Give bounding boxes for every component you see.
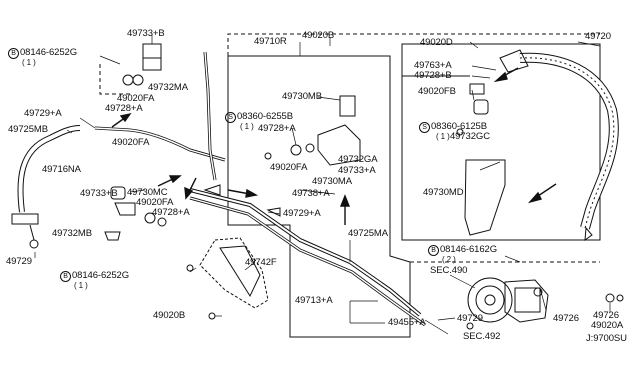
bolt-type-b-icon-3: B [60,271,71,282]
part-label-49730mb: 49730MB [282,91,322,102]
quantity-08360-6125b: ( 1 ) [436,132,450,141]
pump-body [504,279,549,323]
bolt-type-b-icon-2: B [428,245,439,256]
part-label-49020fa-d: 49020FA [136,197,174,208]
part-label-49729a-mid: 49729+A [283,208,321,219]
part-number-08146-6252g-top: 08146-6252G [20,47,78,58]
part-label-49020fb: 49020FB [418,86,456,97]
part-label-49020fa-a: 49020FA [117,93,155,104]
clamp-49733b [142,43,162,59]
part-label-49725mb: 49725MB [8,124,48,135]
hose-connector [499,49,529,73]
part-label-49020fa-c: 49020FA [270,162,308,173]
part-label-49020b-bot: 49020B [153,310,186,321]
part-label-49730ma: 49730MA [312,176,352,187]
part-number-08146-6252g-bot: 08146-6252G [72,270,130,281]
part-label-49730mc: 49730MC [127,187,168,198]
part-number-08360-6255b: 08360-6255B [237,111,293,122]
dashed-boundary-top [227,33,600,56]
part-label-49726-a: 49726 [553,313,579,324]
part-label-49733a: 49733+A [338,165,376,176]
part-label-49738a: 49738+A [292,188,330,199]
part-label-49713a: 49713+A [295,295,333,306]
part-label-49720: 49720 [585,31,611,42]
leader-lines [34,34,611,335]
quantity-08146-6252g-bot: ( 1 ) [74,281,88,290]
part-label-49726-b: 49726 [593,310,619,321]
part-label-49732gc: 49732GC [450,131,490,142]
bolt-type-b-icon: B [8,48,19,59]
part-label-49716na: 49716NA [42,164,81,175]
quantity-08146-6162g: ( 2 ) [442,255,456,264]
left-bracket [11,213,39,225]
center-section-outline [227,55,411,338]
part-number-08360-6125b: 08360-6125B [431,121,487,132]
part-label-49733b-top: 49733+B [127,28,165,39]
rubber-mount-mid [110,186,126,200]
part-label-49455a: 49455+A [388,317,426,328]
screw-type-s-icon-2: S [419,122,430,133]
quantity-08360-6255b: ( 1 ) [240,122,254,131]
part-label-49020b-top: 49020B [302,30,335,41]
part-label-49729-left: 49729 [6,256,32,267]
part-label-49728b: 49728+B [414,70,452,81]
part-label-49020fa-b: 49020FA [112,137,150,148]
left-bolt [29,239,39,249]
bracket-49730ma [317,124,361,166]
part-label-49728a-a: 49728+A [105,103,143,114]
pump-pulley [467,277,513,323]
quantity-08146-6252g-top: ( 1 ) [22,58,36,67]
part-label-49732ma: 49732MA [148,82,188,93]
screw-type-s-icon: S [225,112,236,123]
part-label-49729a-left: 49729+A [24,108,62,119]
part-label-49020a: 49020A [591,320,624,331]
section-ref-sec490[interactable]: SEC.490 [430,265,468,276]
heat-shield-49742f [199,237,269,309]
bracket-49730md [464,159,506,236]
part-number-08146-6162g: 08146-6162G [440,244,498,255]
dashed-boundary-left [99,64,130,95]
part-label-49730md: 49730MD [423,187,464,198]
part-label-49763a: 49763+A [414,60,452,71]
part-label-49728a-c: 49728+A [152,207,190,218]
diagram-code: J:9700SU [586,333,627,344]
part-label-49728a-b: 49728+A [258,123,296,134]
bracket-49730mb [339,95,356,117]
part-label-49732ga: 49732GA [338,154,378,165]
view-arrows [111,67,557,225]
part-label-49742f: 49742F [245,257,277,268]
part-label-49020d: 49020D [420,37,453,48]
part-label-49732mb: 49732MB [52,228,92,239]
part-label-49729-bot: 49729 [457,313,483,324]
part-label-49710r: 49710R [254,36,287,47]
left-hose-inner [18,126,81,213]
part-label-49725ma: 49725MA [348,228,388,239]
right-section-outline [401,43,601,241]
part-label-49733b-mid: 49733+B [80,188,118,199]
section-ref-sec492[interactable]: SEC.492 [463,331,501,342]
